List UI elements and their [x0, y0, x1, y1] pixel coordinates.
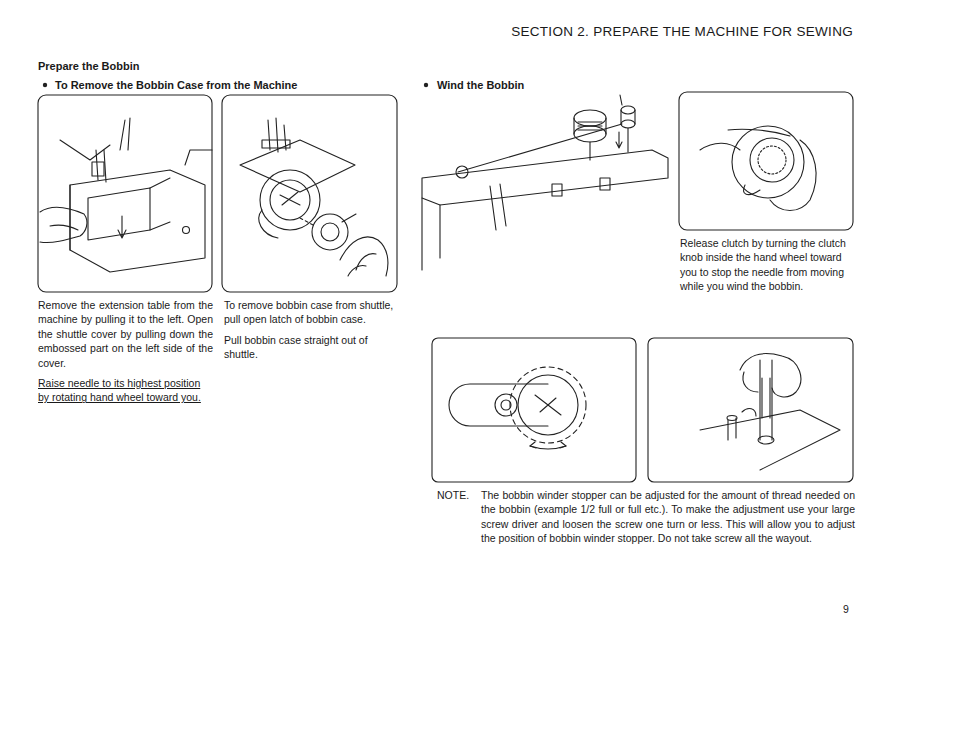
bullet-heading: Wind the Bobbin [437, 78, 637, 92]
hand-wheel-figure [679, 92, 853, 230]
instruction-text: Remove the extension table from the mach… [38, 298, 213, 370]
bobbin-winding-figure [422, 95, 668, 270]
underlined-instruction: Raise needle to its highest position by … [38, 376, 213, 405]
section-heading: SECTION 2. PREPARE THE MACHINE FOR SEWIN… [511, 25, 853, 39]
note-text: The bobbin winder stopper can be adjuste… [481, 488, 855, 546]
note-label: NOTE. [437, 488, 477, 502]
instruction-text: Pull bobbin case straight out of shuttle… [224, 333, 400, 362]
bobbin-case-figure [222, 95, 397, 292]
screwdriver-figure [648, 338, 853, 482]
instruction-text: Release clutch by turning the clutch kno… [680, 236, 855, 294]
subheading: Prepare the Bobbin [38, 59, 238, 73]
winder-stopper-figure [432, 338, 636, 482]
bullet-heading: To Remove the Bobbin Case from the Machi… [55, 78, 355, 92]
extension-table-figure [38, 95, 212, 292]
bullet [43, 83, 47, 87]
bullet [424, 83, 428, 87]
instruction-text: To remove bobbin case from shuttle, pull… [224, 298, 400, 327]
page-number: 9 [843, 602, 863, 616]
